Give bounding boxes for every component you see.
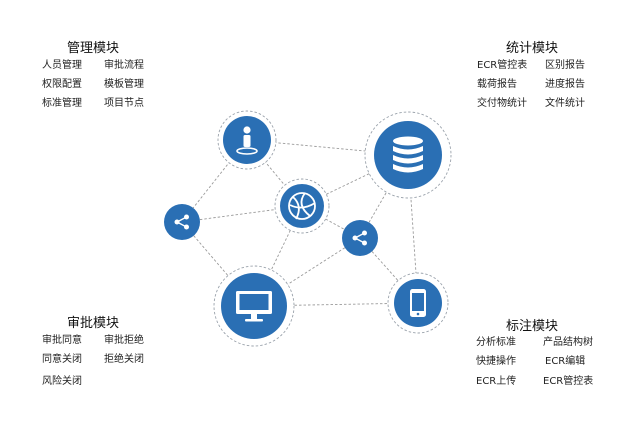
approval-item-agree-close: 同意关闭 (42, 354, 82, 365)
node-share-right (342, 220, 378, 256)
database-icon (393, 136, 423, 173)
share-icon (174, 214, 189, 230)
approval-item-risk-close: 风险关闭 (42, 376, 82, 387)
management-item-approval-flow: 审批流程 (104, 60, 144, 71)
statistics-item-ecr-control: ECR管控表 (477, 60, 528, 71)
node-share-left (164, 204, 200, 240)
annotation-module-title: 标注模块 (506, 319, 559, 334)
management-item-templates: 模板管理 (104, 79, 144, 90)
approval-item-approve: 审批同意 (42, 335, 82, 346)
share-icon (352, 230, 367, 246)
annotation-item-ecr-upload: ECR上传 (476, 376, 517, 387)
management-item-project-nodes: 项目节点 (104, 98, 144, 109)
management-item-personnel: 人员管理 (42, 60, 82, 71)
management-item-standards: 标准管理 (42, 98, 82, 109)
statistics-item-load-report: 载荷报告 (477, 79, 517, 90)
statistics-module-title: 统计模块 (506, 41, 559, 56)
globe-icon (288, 192, 316, 220)
annotation-item-ecr-edit: ECR编辑 (545, 356, 586, 367)
annotation-item-quick-ops: 快捷操作 (476, 356, 516, 367)
approval-item-reject: 审批拒绝 (104, 335, 144, 346)
annotation-item-ecr-control: ECR管控表 (543, 376, 594, 387)
approval-module-title: 审批模块 (67, 316, 120, 331)
statistics-item-diff-report: 区别报告 (545, 60, 585, 71)
node-database (364, 111, 452, 199)
annotation-item-analysis-standard: 分析标准 (476, 337, 516, 348)
monitor-icon (236, 291, 272, 322)
approval-item-reject-close: 拒绝关闭 (104, 354, 144, 365)
node-globe (274, 178, 330, 234)
management-item-permissions: 权限配置 (42, 79, 82, 90)
node-monitor (213, 265, 295, 347)
statistics-item-file-stats: 文件统计 (545, 98, 585, 109)
person-icon (236, 126, 258, 155)
management-module-title: 管理模块 (67, 41, 120, 56)
phone-icon (410, 289, 426, 317)
statistics-item-progress-report: 进度报告 (545, 79, 585, 90)
annotation-item-product-tree: 产品结构树 (543, 337, 593, 348)
node-person (217, 110, 277, 170)
statistics-item-deliverables: 交付物统计 (477, 98, 527, 109)
node-phone (387, 272, 449, 334)
